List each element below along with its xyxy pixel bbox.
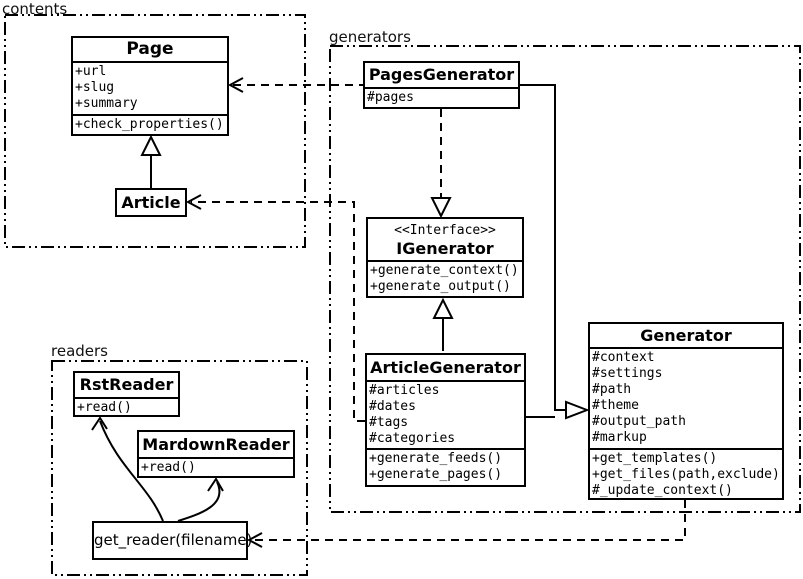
method-row: +generate_pages() — [369, 467, 503, 482]
article-class: Article — [115, 188, 187, 217]
attribute-row: #settings — [592, 366, 663, 381]
page-class-title: Page — [126, 39, 174, 59]
package-label-generators: generators — [329, 28, 411, 46]
pagesgenerator-class: PagesGenerator #pages — [363, 61, 520, 109]
igenerator-class-title: IGenerator — [396, 239, 494, 258]
igenerator-interface: <<Interface>> IGenerator +generate_conte… — [366, 217, 524, 298]
pagesgenerator-class-title: PagesGenerator — [368, 65, 515, 84]
igenerator-methods: +generate_context() +generate_output() — [368, 260, 522, 296]
method-row: +generate_context() — [370, 263, 519, 278]
realization-pagesgenerator-to-igenerator — [430, 109, 452, 219]
articlegenerator-attributes: #articles #dates #tags #categories — [367, 380, 524, 448]
method-row: +get_templates() — [592, 451, 718, 466]
pagesgenerator-attributes: #pages — [365, 87, 518, 107]
getreader-function-node: get_reader(filename) — [92, 521, 252, 560]
dependency-generator-to-getreader — [246, 500, 686, 548]
method-row: +generate_output() — [370, 279, 511, 294]
package-border-readers — [51, 360, 308, 576]
package-border-contents — [4, 14, 306, 248]
attribute-row: +url — [75, 64, 107, 79]
mardownreader-class: MardownReader +read() — [137, 430, 295, 478]
generalization-trunk-to-generator — [520, 84, 590, 420]
attribute-row: #theme — [592, 398, 639, 413]
arrow-getreader-to-mardownreader — [177, 477, 224, 522]
package-label-readers: readers — [51, 342, 108, 360]
generator-attributes: #context #settings #path #theme #output_… — [590, 347, 782, 448]
page-attributes: +url +slug +summary — [73, 61, 227, 114]
attribute-row: #pages — [367, 90, 414, 105]
attribute-row: #markup — [592, 430, 647, 445]
method-row: #_update_context() — [592, 483, 733, 498]
package-label-contents: contents — [2, 0, 68, 18]
attribute-row: #tags — [369, 415, 409, 430]
method-row: +generate_feeds() — [369, 451, 503, 466]
igenerator-title-block: <<Interface>> IGenerator — [368, 219, 522, 260]
method-row: +get_files(path,exclude) — [592, 467, 780, 482]
attribute-row: #path — [592, 382, 632, 397]
generator-class-title: Generator — [640, 326, 732, 345]
page-class: Page +url +slug +summary +check_properti… — [71, 36, 229, 136]
attribute-row: #articles — [369, 383, 440, 398]
method-row: +check_properties() — [75, 117, 224, 132]
attribute-row: +summary — [75, 96, 138, 111]
arrow-getreader-to-rstreader — [91, 416, 164, 522]
articlegenerator-methods: +generate_feeds() +generate_pages() — [367, 448, 524, 485]
igenerator-stereotype: <<Interface>> — [394, 223, 496, 238]
attribute-row: +slug — [75, 80, 115, 95]
mardownreader-class-title: MardownReader — [142, 435, 290, 454]
article-class-title: Article — [121, 193, 181, 212]
rstreader-class: RstReader +read() — [73, 371, 180, 417]
page-methods: +check_properties() — [73, 114, 227, 134]
dependency-articlegenerator-to-article — [185, 194, 365, 422]
package-border-generators — [329, 45, 801, 513]
attribute-row: #context — [592, 350, 655, 365]
method-row: +read() — [141, 460, 196, 475]
generalization-article-to-page — [140, 134, 162, 188]
attribute-row: #output_path — [592, 414, 686, 429]
method-row: +read() — [77, 400, 132, 415]
generator-methods: +get_templates() +get_files(path,exclude… — [590, 448, 782, 498]
realization-articlegenerator-to-igenerator — [432, 297, 454, 351]
rstreader-class-title: RstReader — [79, 375, 174, 394]
rstreader-methods: +read() — [75, 397, 178, 415]
dependency-pagesgenerator-to-page — [227, 77, 363, 93]
articlegenerator-class: ArticleGenerator #articles #dates #tags … — [365, 353, 526, 487]
attribute-row: #categories — [369, 431, 456, 446]
generator-class: Generator #context #settings #path #them… — [588, 322, 784, 500]
mardownreader-methods: +read() — [139, 457, 293, 476]
articlegenerator-class-title: ArticleGenerator — [370, 358, 521, 377]
attribute-row: #dates — [369, 399, 416, 414]
